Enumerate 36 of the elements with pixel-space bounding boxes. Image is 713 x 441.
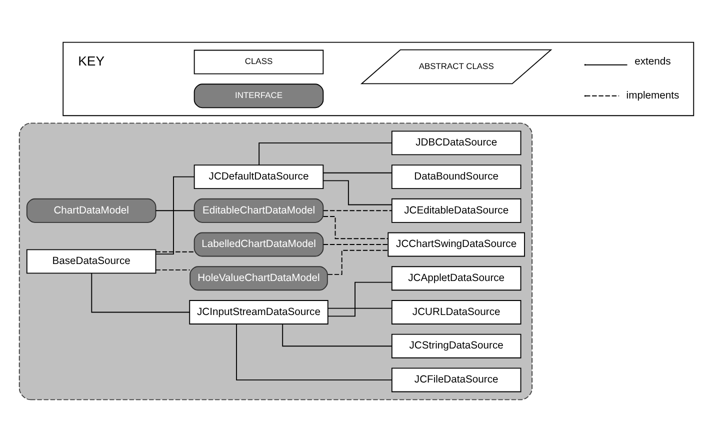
node-box: JCFileDataSource bbox=[391, 367, 522, 392]
node-box: BaseDataSource bbox=[26, 248, 156, 274]
cluster bbox=[18, 122, 533, 400]
node-box: JCDefaultDataSource bbox=[194, 164, 324, 189]
connector bbox=[156, 176, 195, 254]
connector bbox=[328, 307, 392, 308]
connector bbox=[322, 180, 392, 205]
legend-label: CLASS bbox=[244, 56, 273, 66]
connector bbox=[258, 142, 392, 165]
node-box: EditableChartDataModel bbox=[194, 198, 324, 222]
legend-label: INTERFACE bbox=[235, 89, 282, 100]
connector bbox=[327, 281, 392, 316]
connector bbox=[282, 323, 392, 346]
connector bbox=[155, 268, 190, 270]
connector bbox=[91, 272, 190, 312]
node-box: JCStringDataSource bbox=[391, 333, 522, 358]
node-box: JCChartSwingDataSource bbox=[388, 232, 525, 256]
connector bbox=[327, 249, 389, 274]
connector bbox=[155, 250, 195, 252]
node-box: JCURLDataSource bbox=[391, 300, 522, 324]
node-box: ChartDataModel bbox=[26, 198, 156, 222]
legend-label: ABSTRACT CLASS bbox=[418, 60, 494, 70]
node-box: LabelledChartDataModel bbox=[194, 232, 324, 256]
connector bbox=[155, 210, 195, 211]
node-box: DataBoundSource bbox=[391, 164, 522, 189]
connector bbox=[322, 172, 392, 173]
legend-label: implements bbox=[626, 90, 680, 102]
connector bbox=[322, 210, 392, 211]
node-box: JCAppletDataSource bbox=[391, 266, 522, 290]
node-box: JCEditableDataSource bbox=[391, 198, 522, 222]
node-box: JCInputStreamDataSource bbox=[189, 300, 328, 324]
connector bbox=[236, 323, 392, 380]
connector bbox=[322, 216, 388, 239]
node-box: JDBCDataSource bbox=[391, 130, 522, 155]
node-box: HoleValueChartDataModel bbox=[190, 266, 328, 290]
legend-label: extends bbox=[634, 56, 671, 68]
